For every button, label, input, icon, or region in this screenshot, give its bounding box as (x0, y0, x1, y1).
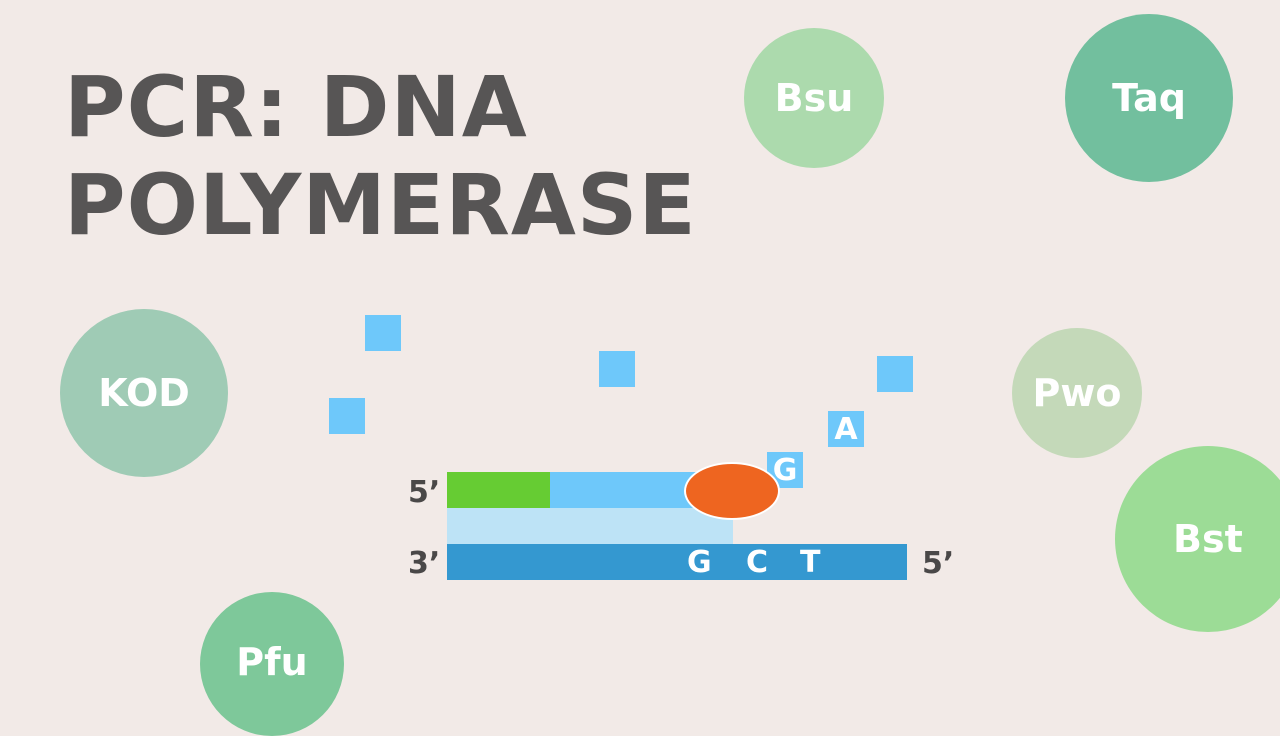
template-base-g: G (687, 545, 712, 580)
annealed-region (447, 508, 733, 544)
page-title: PCR: DNA POLYMERASE (64, 58, 697, 254)
enzyme-taq-label: Taq (1112, 76, 1186, 120)
label-top-5-prime: 5’ (408, 475, 441, 510)
free-nucleotide (877, 356, 913, 392)
template-base-t: T (800, 545, 821, 580)
enzyme-bsu: Bsu (744, 28, 884, 168)
label-bottom-5-prime: 5’ (922, 546, 955, 581)
title-line-2: POLYMERASE (64, 156, 697, 254)
enzyme-pfu: Pfu (200, 592, 344, 736)
enzyme-bst: Bst (1115, 446, 1280, 632)
free-nucleotide (329, 398, 365, 434)
enzyme-pwo: Pwo (1012, 328, 1142, 458)
enzyme-bsu-label: Bsu (774, 76, 854, 120)
nucleotide-a-label: A (834, 411, 858, 447)
enzyme-taq: Taq (1065, 14, 1233, 182)
free-nucleotide (365, 315, 401, 351)
enzyme-pfu-label: Pfu (236, 640, 308, 684)
template-base-c: C (746, 545, 769, 580)
template-strand (447, 544, 907, 580)
enzyme-bst-label: Bst (1173, 517, 1243, 561)
enzyme-kod: KOD (60, 309, 228, 477)
free-nucleotide (599, 351, 635, 387)
enzyme-pwo-label: Pwo (1032, 371, 1122, 415)
primer (447, 472, 550, 508)
enzyme-kod-label: KOD (98, 371, 190, 415)
title-line-1: PCR: DNA (64, 58, 528, 156)
label-bottom-3-prime: 3’ (408, 546, 441, 581)
nucleotide-a: A (828, 411, 864, 447)
polymerase-enzyme (684, 462, 780, 520)
